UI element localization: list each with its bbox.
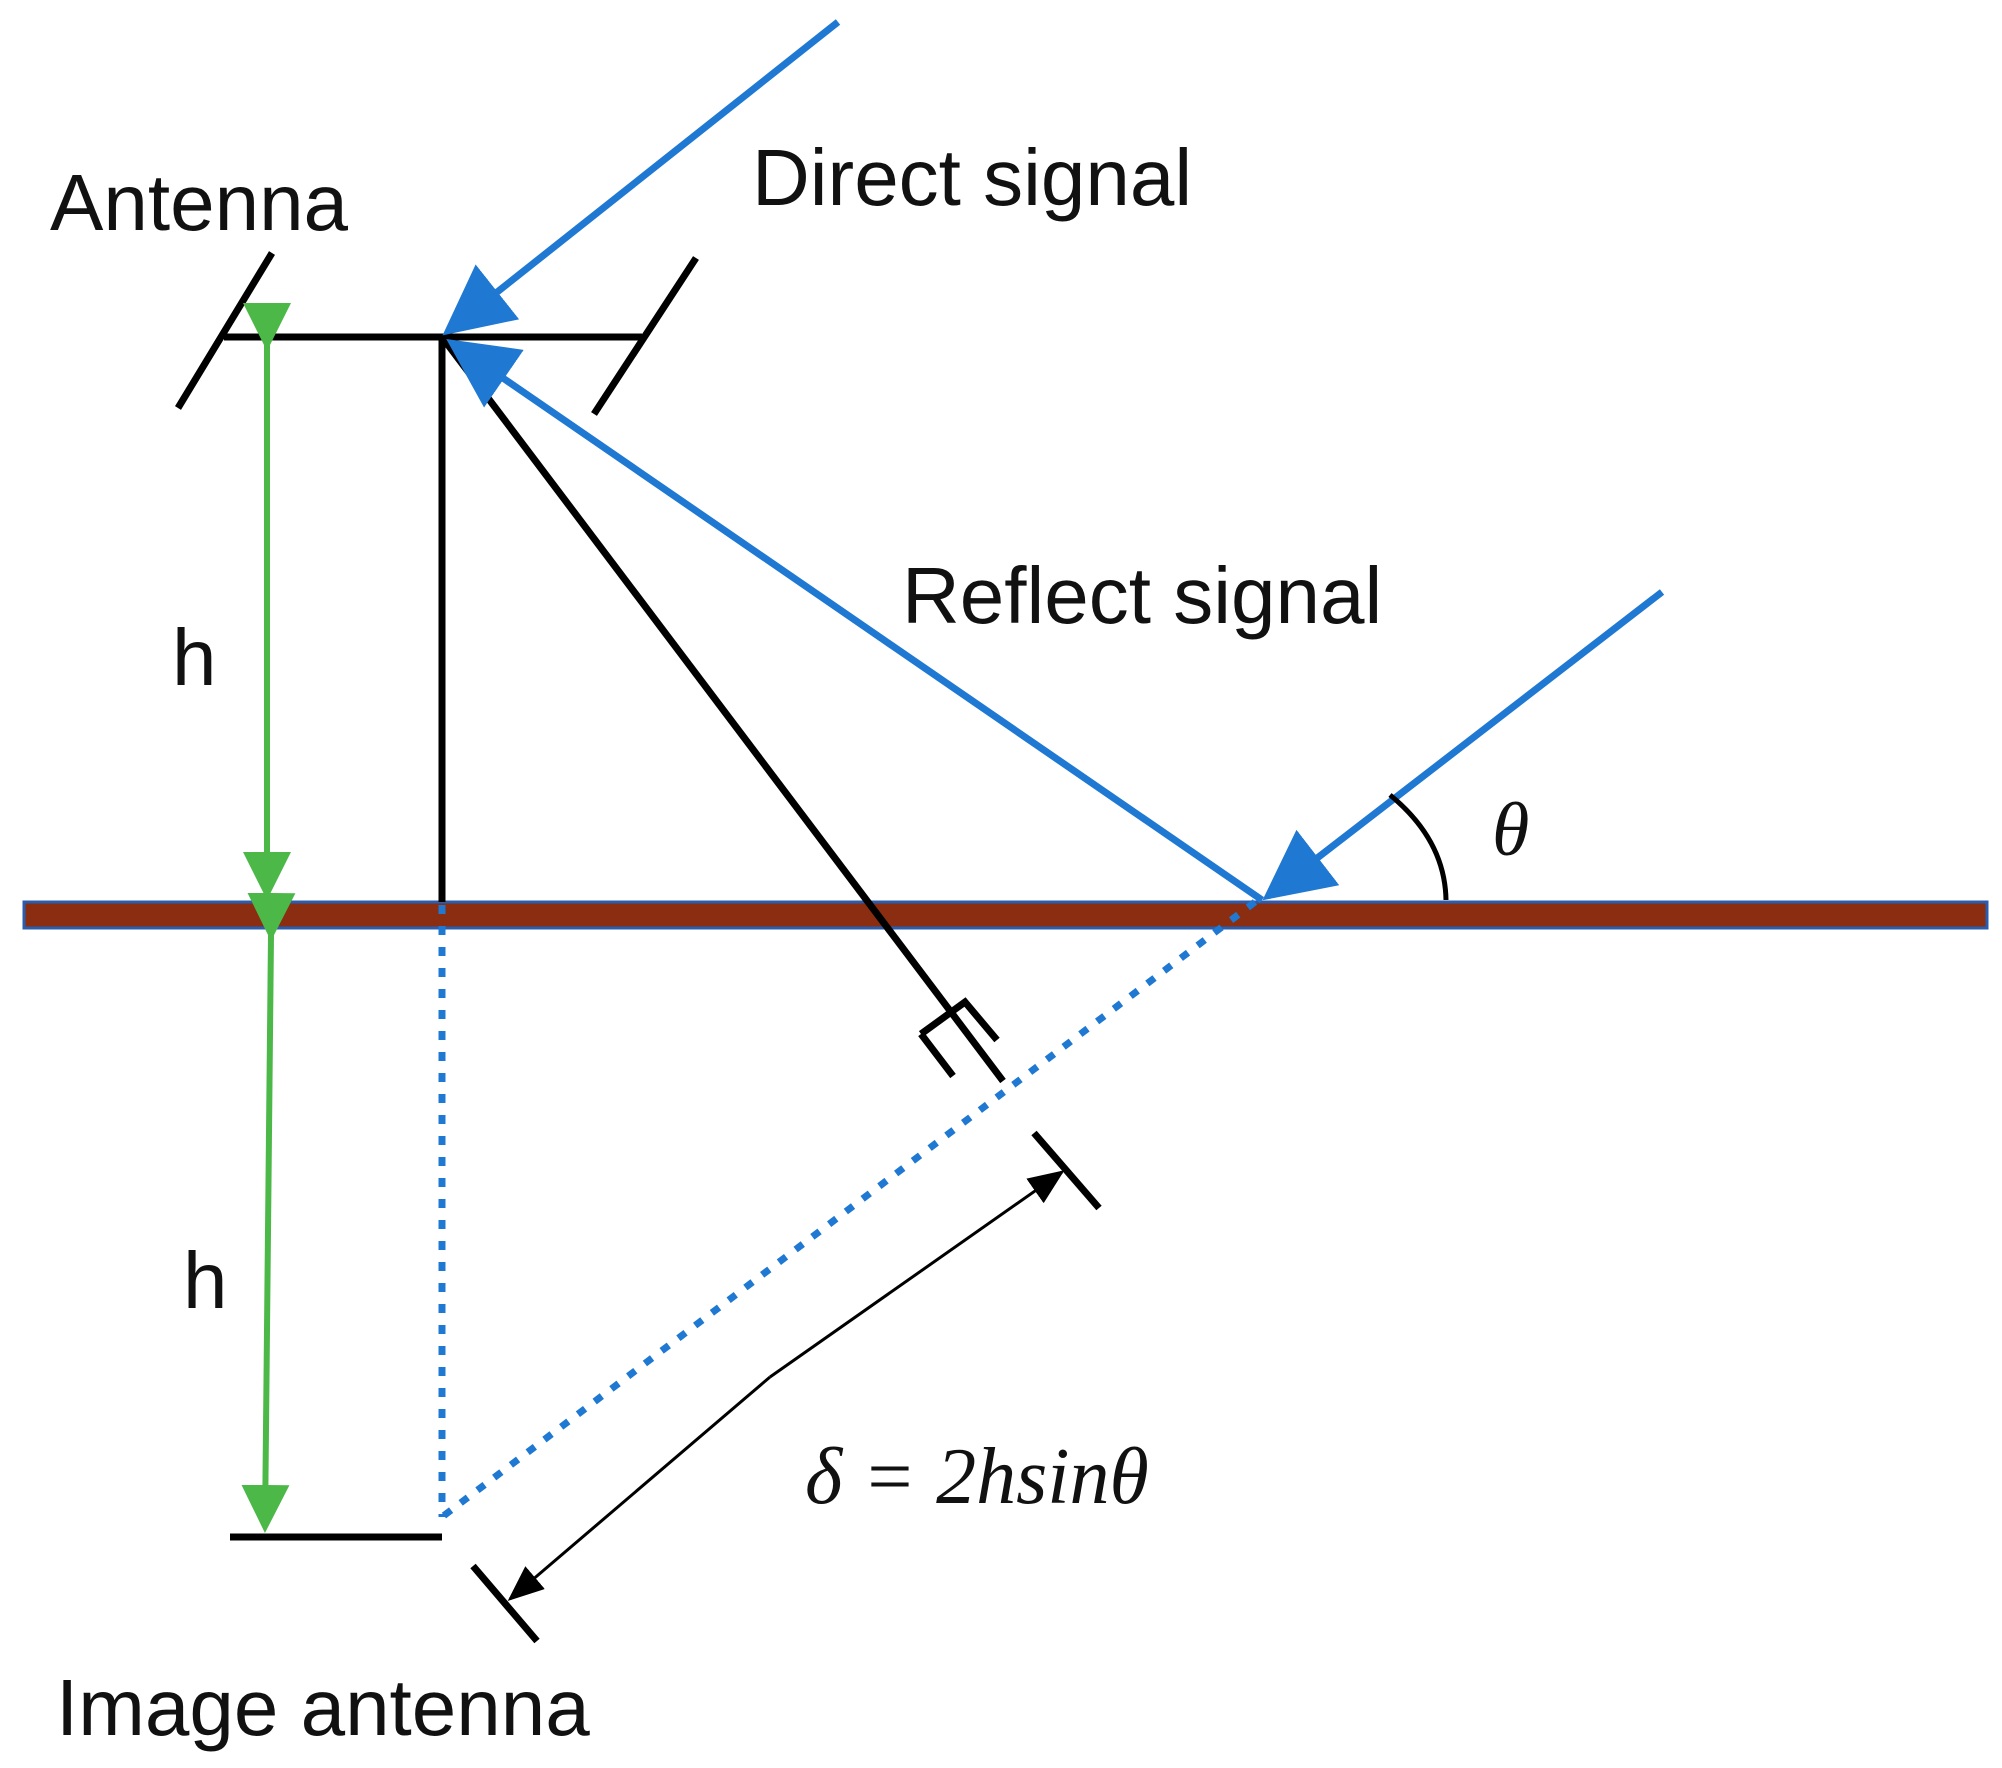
angle-arc (1388, 793, 1449, 901)
incident-signal-ray (1262, 589, 1665, 901)
perpendicular-line (439, 334, 1006, 1084)
antenna-label: Antenna (50, 158, 349, 247)
antenna-left-tip (175, 251, 275, 410)
delta-dimension-arrow-b (507, 1375, 771, 1601)
angle-label: θ (1492, 788, 1529, 872)
path-difference-formula: δ = 2hsinθ (805, 1433, 1149, 1521)
image-ray-dotted (439, 899, 1258, 1520)
right-angle-mark-2 (918, 1031, 956, 1079)
reflect-signal-label: Reflect signal (902, 551, 1382, 640)
right-angle-mark (918, 997, 1000, 1043)
direct-signal-label: Direct signal (752, 133, 1192, 222)
height-label-upper: h (172, 613, 217, 702)
ground-surface (22, 900, 1989, 930)
height-label-lower: h (183, 1236, 228, 1325)
image-antenna-label: Image antenna (56, 1663, 590, 1752)
height-arrow-lower (241, 892, 296, 1533)
delta-tick-lower (470, 1563, 540, 1644)
delta-dimension-arrow-a (769, 1170, 1065, 1379)
delta-tick-upper (1031, 1130, 1102, 1211)
direct-signal-ray (442, 19, 841, 336)
reflected-signal-ray (446, 339, 1264, 903)
antenna-right-tip (591, 256, 699, 416)
